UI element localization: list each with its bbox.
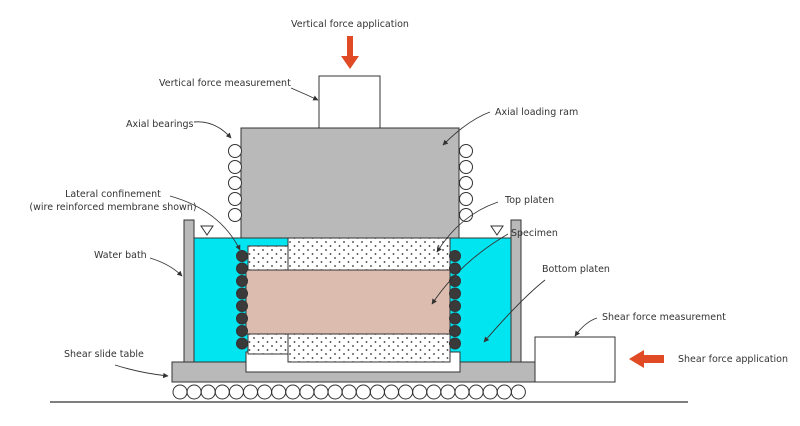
leader-axial-loading-ram: [442, 111, 491, 146]
roller-bearing: [257, 384, 273, 400]
roller-bearings: [172, 384, 526, 400]
label-lateral-confinement: Lateral confinement: [65, 189, 161, 200]
lateral-confinement-rings: [236, 250, 461, 350]
confinement-ring-right: [449, 275, 461, 287]
shear-force-arrow: [629, 350, 664, 368]
roller-bearing: [412, 384, 428, 400]
roller-bearing: [172, 384, 188, 400]
confinement-ring-left: [236, 325, 248, 337]
label-top-platen: Top platen: [504, 195, 554, 206]
label-shear-force-application: Shear force application: [678, 354, 788, 365]
axial-bearing-right: [459, 192, 473, 206]
confinement-ring-right: [449, 287, 461, 300]
roller-bearing: [355, 384, 371, 400]
confinement-ring-left: [236, 262, 248, 275]
roller-bearing: [496, 384, 512, 400]
leader-lines: [114, 87, 598, 379]
confinement-ring-left: [236, 337, 248, 350]
confinement-ring-left: [236, 300, 248, 312]
confinement-ring-left: [236, 312, 248, 325]
leader-specimen: [431, 233, 509, 305]
label-axial-bearings: Axial bearings: [126, 119, 194, 130]
roller-bearing: [341, 384, 357, 400]
roller-bearing: [369, 384, 385, 400]
axial-bearing-left: [228, 160, 242, 174]
roller-bearing: [228, 384, 244, 400]
label-shear-slide-table: Shear slide table: [64, 349, 144, 360]
confinement-ring-right: [449, 325, 461, 337]
axial-bearing-right: [459, 176, 473, 190]
roller-bearing: [327, 384, 343, 400]
axial-bearing-left: [228, 208, 242, 222]
confinement-ring-left: [236, 275, 248, 287]
label-specimen: Specimen: [511, 228, 558, 239]
leader-axial-bearings: [193, 121, 232, 139]
vertical-force-arrow: [341, 36, 359, 69]
axial-bearing-right: [459, 160, 473, 174]
specimen: [245, 269, 451, 335]
top-platen: [287, 237, 451, 271]
axial-bearing-right: [459, 144, 473, 158]
leader-water-bath: [149, 257, 183, 277]
shear-load-cell: [534, 336, 616, 383]
roller-bearing: [200, 384, 216, 400]
roller-bearing: [313, 384, 329, 400]
axial-loading-ram: [240, 127, 460, 239]
roller-bearing: [299, 384, 315, 400]
confinement-ring-right: [449, 262, 461, 275]
roller-bearing: [440, 384, 456, 400]
label-shear-force-measurement: Shear force measurement: [602, 312, 726, 323]
axial-bearings: [228, 144, 473, 222]
water-level-marker-left: [200, 225, 214, 236]
axial-bearing-left: [228, 176, 242, 190]
confinement-ring-right: [449, 250, 461, 262]
water-level-marker-right: [490, 225, 504, 236]
label-bottom-platen: Bottom platen: [542, 264, 610, 275]
label-vertical-force-measurement: Vertical force measurement: [159, 78, 291, 89]
roller-bearing: [510, 384, 526, 400]
bottom-platen-left-insert: [247, 333, 289, 355]
label-vertical-force-application: Vertical force application: [291, 19, 409, 30]
water-bath-left-wall: [183, 219, 195, 363]
roller-bearing: [186, 384, 202, 400]
bottom-platen: [287, 333, 451, 363]
confinement-ring-right: [449, 337, 461, 350]
roller-bearing: [243, 384, 258, 400]
leader-vertical-force-measurement: [290, 87, 319, 101]
roller-bearing: [426, 384, 442, 400]
label-water-bath: Water bath: [94, 250, 147, 261]
roller-bearing: [271, 384, 287, 400]
vertical-load-cell: [318, 75, 381, 129]
axial-bearing-left: [228, 192, 242, 206]
leader-lateral-confinement: [169, 195, 241, 251]
water-bath-right-wall: [510, 219, 522, 363]
confinement-ring-right: [449, 312, 461, 325]
roller-bearing: [468, 384, 484, 400]
roller-bearing: [482, 384, 498, 400]
label-axial-loading-ram: Axial loading ram: [495, 107, 578, 118]
top-platen-left-insert: [247, 245, 289, 271]
roller-bearing: [398, 384, 414, 400]
label-lateral-confinement-note: (wire reinforced membrane shown): [29, 202, 196, 213]
roller-bearing: [454, 384, 470, 400]
leader-top-platen: [436, 201, 499, 253]
roller-bearing: [384, 384, 399, 400]
leader-shear-force-measurement: [574, 317, 598, 337]
confinement-ring-right: [449, 300, 461, 312]
confinement-ring-left: [236, 250, 248, 262]
confinement-ring-left: [236, 287, 248, 300]
axial-bearing-left: [228, 144, 242, 158]
roller-bearing: [214, 384, 230, 400]
leader-bottom-platen: [483, 279, 546, 343]
roller-bearing: [285, 384, 301, 400]
leader-shear-slide-table: [114, 364, 169, 379]
